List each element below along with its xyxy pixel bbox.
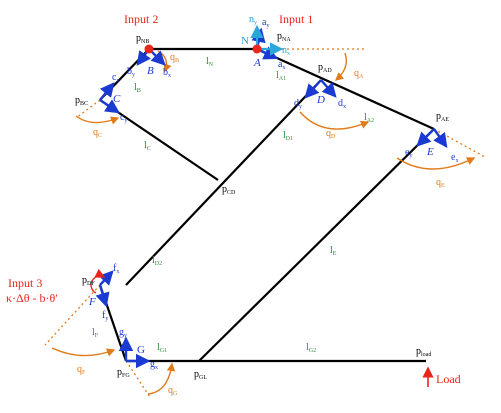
angle-arcs bbox=[51, 50, 476, 395]
angle-arc-g bbox=[147, 362, 176, 395]
link-label-n: lN bbox=[206, 56, 214, 68]
link-label-b: lB bbox=[134, 82, 141, 94]
input1-label: Input 1 bbox=[279, 12, 313, 26]
point-label-df: pDF bbox=[82, 275, 95, 287]
frame-label-b: B bbox=[147, 65, 154, 77]
frame-e-x bbox=[433, 128, 448, 148]
axis-label-f-y: fy bbox=[102, 310, 108, 322]
axis-label-g-x: gx bbox=[150, 359, 158, 371]
link-label-e: lE bbox=[330, 245, 337, 257]
frame-label-n: N bbox=[241, 35, 249, 47]
frame-f-x bbox=[98, 270, 114, 286]
axis-label-f-x: fx bbox=[113, 263, 119, 275]
link-label-d1: lD1 bbox=[283, 130, 293, 142]
frame-d-y bbox=[304, 79, 322, 99]
axis-label-a-y: ay bbox=[262, 17, 269, 29]
load-label: Load bbox=[436, 372, 461, 386]
angle-label-d: qD bbox=[326, 128, 336, 140]
frame-label-e: E bbox=[426, 146, 434, 158]
point-label-ad: pAD bbox=[318, 62, 332, 74]
ref-line-g bbox=[125, 360, 151, 398]
frame-c-x bbox=[99, 82, 115, 101]
angle-arc-c bbox=[75, 115, 120, 125]
frame-labels: N A B C D E F G ny nx ay ax bx by cx cy … bbox=[88, 14, 458, 371]
axis-label-n-x: nx bbox=[282, 45, 290, 57]
input1-joint bbox=[252, 44, 262, 54]
frame-f-y bbox=[95, 284, 110, 308]
angle-arc-a bbox=[334, 52, 348, 81]
angle-label-a: qA bbox=[354, 68, 364, 80]
angle-arc-e bbox=[396, 157, 476, 170]
angle-label-f: qF bbox=[77, 364, 86, 376]
frame-label-g: G bbox=[137, 344, 145, 356]
axis-label-d-y: dy bbox=[294, 98, 302, 110]
link-A bbox=[256, 47, 435, 131]
ref-line-f bbox=[44, 284, 101, 346]
ref-line-c bbox=[75, 99, 101, 119]
link-label-f: lF bbox=[92, 327, 99, 339]
input3-torque-arrow bbox=[90, 268, 106, 294]
link-C bbox=[99, 99, 219, 181]
reference-lines bbox=[44, 48, 486, 398]
point-label-load: pload bbox=[416, 346, 431, 358]
point-label-ae: pAE bbox=[436, 111, 449, 123]
input3-label: Input 3 bbox=[8, 276, 42, 290]
point-label-na: pNA bbox=[277, 31, 291, 43]
angle-arc-f bbox=[51, 347, 116, 357]
link-E bbox=[198, 128, 435, 362]
ref-line-e bbox=[433, 128, 486, 158]
link-label-g1: lG1 bbox=[157, 342, 167, 354]
angle-arc-d bbox=[299, 111, 370, 130]
input2-joint bbox=[144, 44, 154, 54]
point-label-nb: pNB bbox=[136, 33, 149, 45]
axis-label-e-y: ey bbox=[405, 147, 412, 159]
frame-label-d: D bbox=[316, 94, 325, 106]
axis-label-c-x: cx bbox=[112, 72, 119, 84]
input2-label: Input 2 bbox=[124, 12, 158, 26]
angle-label-b: qB bbox=[170, 52, 179, 64]
angle-labels: qB qA qC qD qE qF qG bbox=[77, 52, 445, 397]
point-label-cd: pCD bbox=[222, 184, 236, 196]
frame-label-a: A bbox=[253, 57, 261, 69]
links bbox=[98, 47, 435, 363]
link-D bbox=[125, 79, 322, 286]
axis-label-e-x: ex bbox=[451, 152, 458, 164]
axis-label-a-x: ax bbox=[278, 59, 285, 71]
link-label-c: lC bbox=[144, 140, 151, 152]
frame-label-f: F bbox=[88, 296, 96, 308]
link-label-d2: lD2 bbox=[152, 255, 162, 267]
angle-label-e: qE bbox=[436, 177, 445, 189]
link-labels: lN lB lA1 lA2 lD1 lC lD2 lE lF lG1 lG2 bbox=[92, 56, 374, 354]
link-label-a1: lA1 bbox=[276, 70, 286, 82]
angle-label-g: qG bbox=[168, 385, 178, 397]
frame-label-c: C bbox=[113, 93, 121, 105]
axis-label-c-y: cy bbox=[120, 112, 127, 124]
frames bbox=[95, 27, 448, 369]
point-labels: pNB pNA pAD pAE pBC pCD pDF pFG pGL ploa… bbox=[75, 31, 449, 381]
frame-c-y bbox=[99, 99, 120, 114]
axis-label-b-x: bx bbox=[163, 67, 171, 79]
axis-label-g-y: gy bbox=[119, 327, 127, 339]
point-label-gl: pGL bbox=[194, 369, 207, 381]
input3-formula: κ·Δθ - b·θ′ bbox=[6, 291, 58, 305]
frame-e-y bbox=[416, 128, 435, 147]
angle-label-c: qC bbox=[93, 127, 102, 139]
link-label-a2: lA2 bbox=[364, 112, 374, 124]
point-label-fg: pFG bbox=[117, 367, 130, 379]
axis-label-b-y: by bbox=[127, 66, 135, 78]
point-label-bc: pBC bbox=[75, 95, 88, 107]
frame-d-x bbox=[320, 79, 337, 98]
axis-label-d-x: dx bbox=[338, 98, 346, 110]
axis-label-n-y: ny bbox=[249, 14, 257, 26]
link-label-g2: lG2 bbox=[306, 342, 316, 354]
